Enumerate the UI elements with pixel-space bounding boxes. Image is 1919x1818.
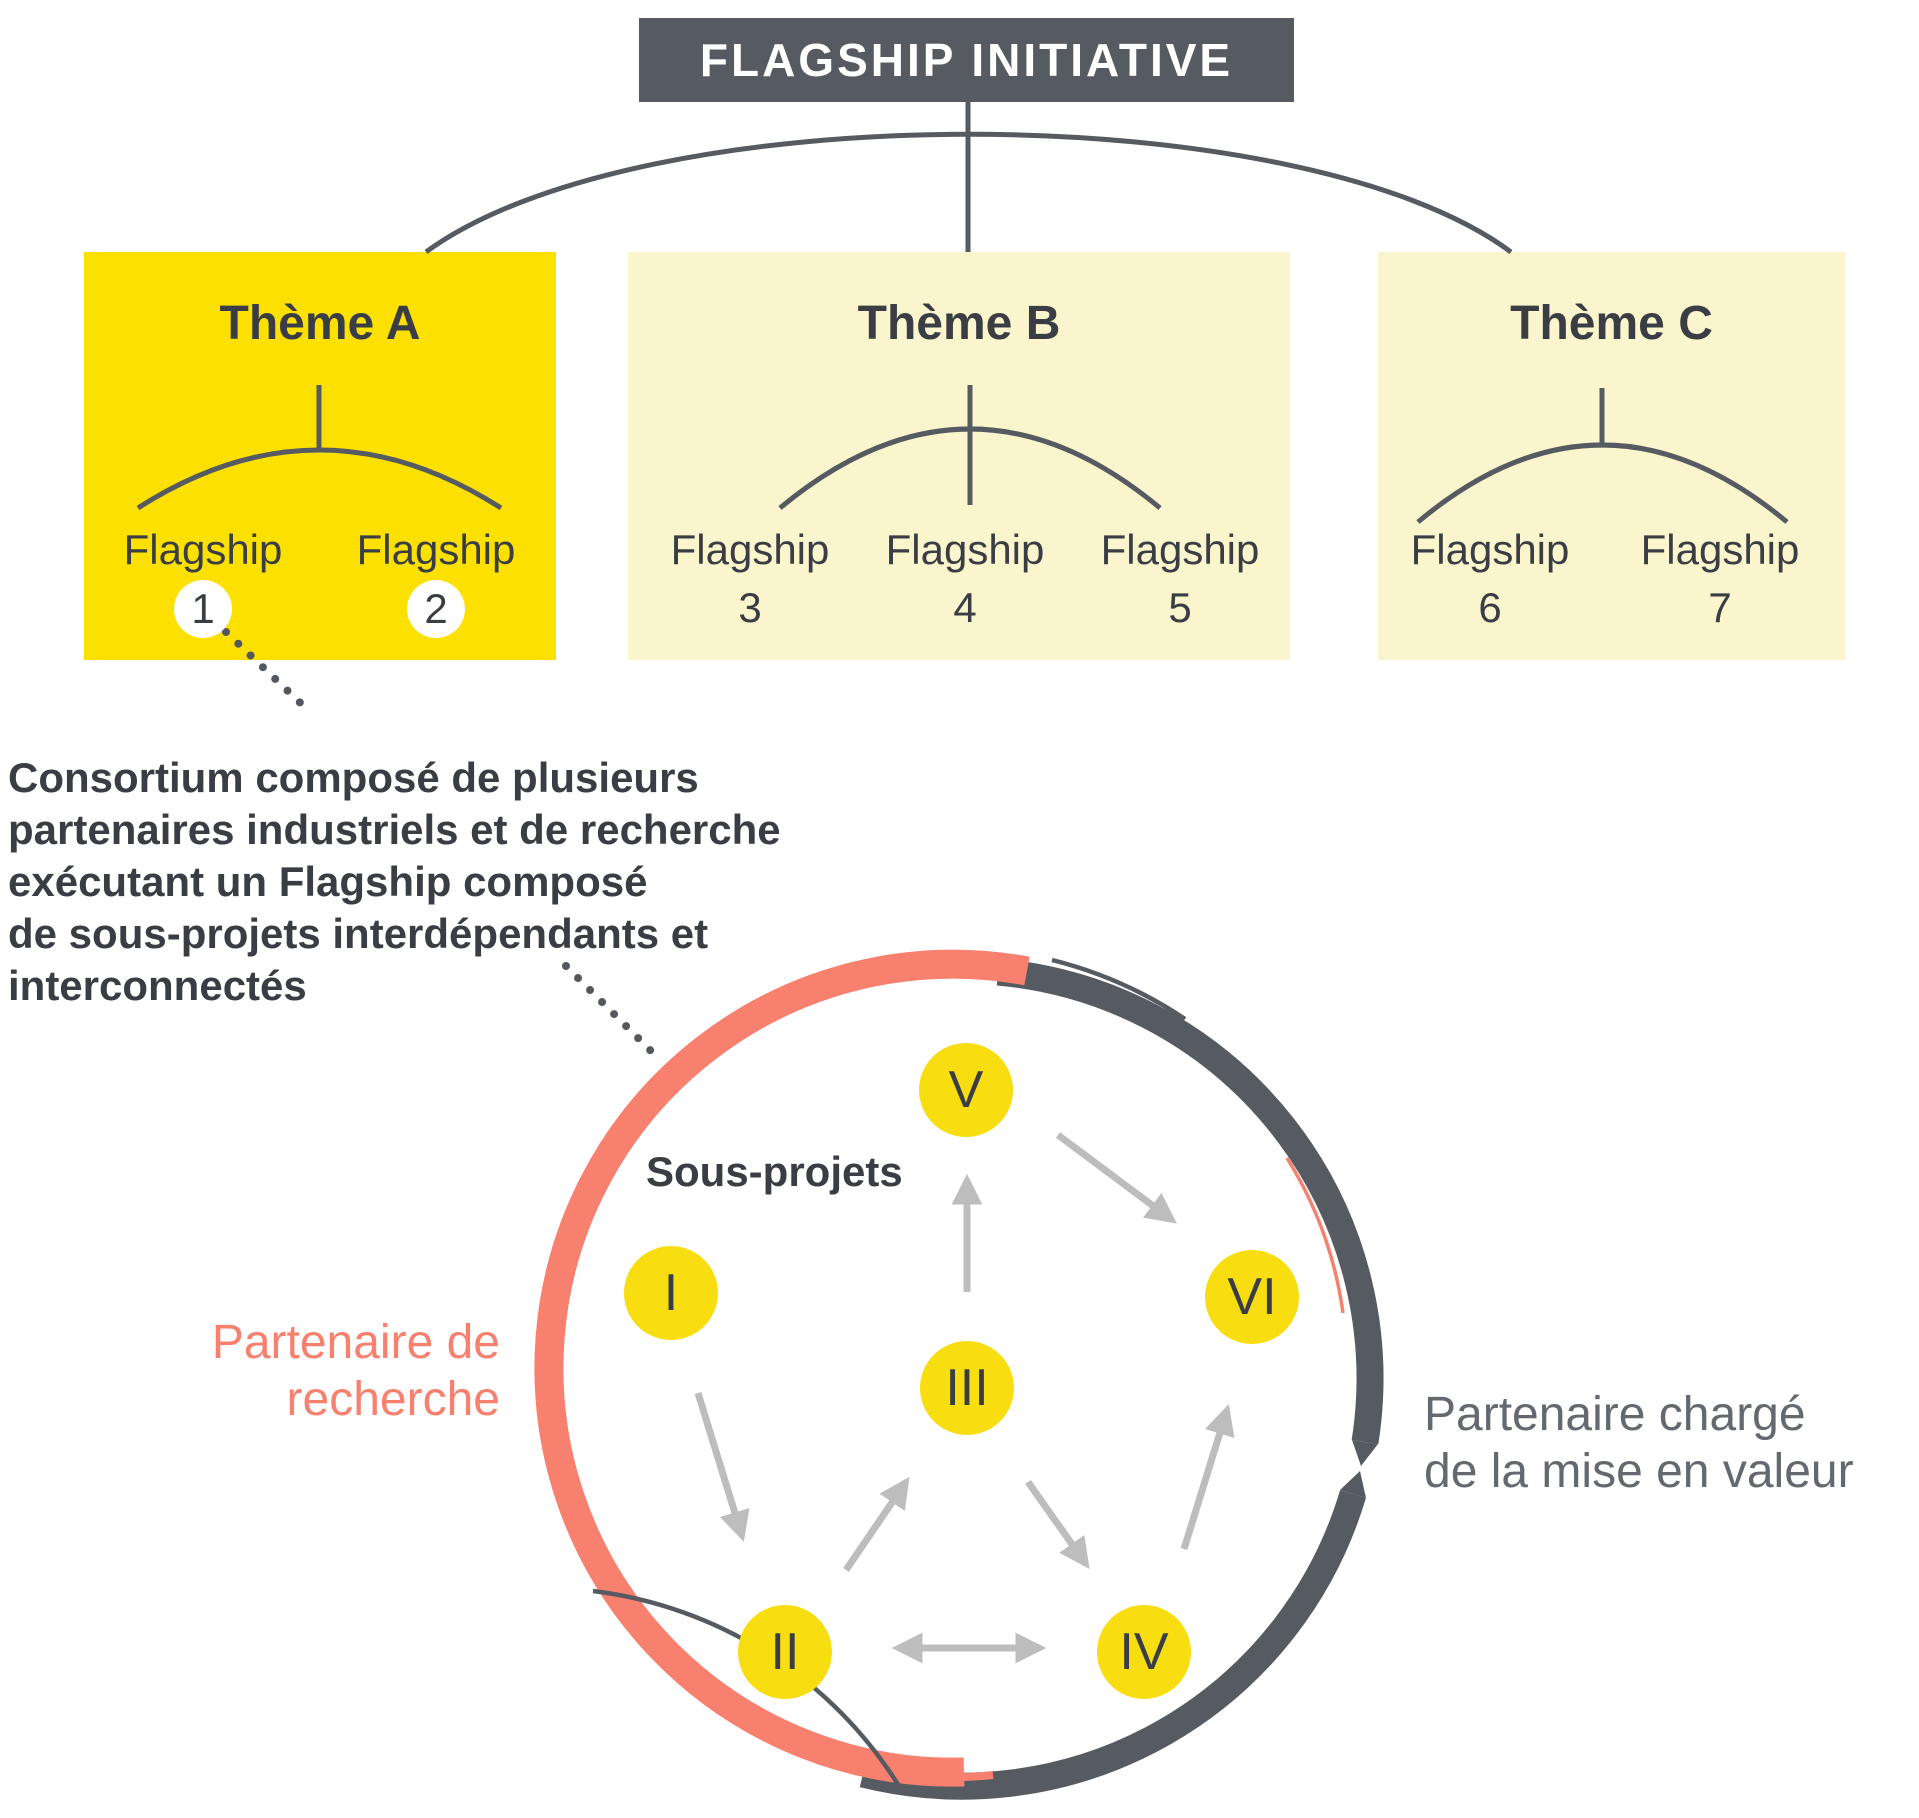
subproject-node-vi: VI	[1205, 1250, 1299, 1344]
flagship-2-label: Flagship	[356, 526, 516, 573]
flagship-initiative-title: FLAGSHIP INITIATIVE	[699, 34, 1234, 86]
flagship-2: Flagship 2	[316, 526, 556, 638]
flagship-1-number: 1	[191, 585, 215, 632]
subproject-arrows	[694, 1132, 1235, 1664]
flagship-6-number: 6	[1478, 584, 1502, 631]
subproject-node-ii: II	[738, 1605, 832, 1699]
valorisation-partner-label: Partenaire chargé de la mise en valeur	[1424, 1386, 1904, 1500]
flagship-1: Flagship 1	[83, 526, 323, 638]
org-connector-lines	[424, 100, 1513, 255]
callout-line: interconnectés	[8, 962, 307, 1009]
flagship-4-label: Flagship	[885, 526, 1045, 573]
callout-line: de sous-projets interdépendants et	[8, 910, 709, 957]
research-partner-label: Partenaire de recherche	[120, 1314, 500, 1428]
flagship-3-number: 3	[738, 584, 762, 631]
flagship-6-label: Flagship	[1410, 526, 1570, 573]
theme-a-title: Thème A	[219, 297, 421, 350]
flagship-1-number-badge: 1	[174, 580, 232, 638]
callout-line: exécutant un Flagship composé	[8, 858, 648, 905]
theme-c-title: Thème C	[1510, 297, 1713, 350]
theme-b-title: Thème B	[857, 297, 1061, 350]
theme-a-box: Thème A	[84, 252, 556, 660]
salmon-inner-sliver	[1285, 1157, 1345, 1314]
flagship-6: Flagship 6	[1370, 526, 1610, 632]
flagship-2-number: 2	[424, 585, 448, 632]
flagship-1-label: Flagship	[123, 526, 283, 573]
flagship-7-label: Flagship	[1640, 526, 1800, 573]
callout-line: partenaires industriels et de recherche	[8, 806, 781, 853]
flagship-5-label: Flagship	[1100, 526, 1260, 573]
subproject-node-iii: III	[920, 1341, 1014, 1435]
flagship-4: Flagship 4	[845, 526, 1085, 632]
consortium-callout-text: Consortium composé de plusieurs partenai…	[8, 752, 781, 1012]
flagship-5: Flagship 5	[1060, 526, 1300, 632]
theme-c-box: Thème C	[1378, 252, 1845, 660]
valorisation-partner-line: Partenaire chargé	[1424, 1388, 1806, 1441]
valorisation-arc-notch	[1340, 1440, 1378, 1498]
research-arc	[534, 949, 1030, 1787]
dotted-connector-lines	[222, 628, 662, 1062]
subprojects-label: Sous-projets	[646, 1148, 903, 1195]
subproject-node-iv: IV	[1097, 1605, 1191, 1699]
valorisation-partner-line: de la mise en valeur	[1424, 1445, 1854, 1498]
research-partner-line: recherche	[286, 1373, 500, 1426]
flagship-7-number: 7	[1708, 584, 1732, 631]
callout-line: Consortium composé de plusieurs	[8, 754, 699, 801]
flagship-initiative-header: FLAGSHIP INITIATIVE	[639, 18, 1294, 102]
subproject-node-v: V	[919, 1043, 1013, 1137]
flagship-2-number-badge: 2	[407, 580, 465, 638]
flagship-4-number: 4	[953, 584, 977, 631]
flagship-3-label: Flagship	[670, 526, 830, 573]
flagship-5-number: 5	[1168, 584, 1192, 631]
theme-tree-lines	[136, 385, 1789, 524]
research-partner-line: Partenaire de	[211, 1316, 500, 1369]
subproject-node-i: I	[624, 1246, 718, 1340]
flagship-7: Flagship 7	[1600, 526, 1840, 632]
flagship-3: Flagship 3	[630, 526, 870, 632]
theme-b-box: Thème B	[628, 252, 1290, 660]
